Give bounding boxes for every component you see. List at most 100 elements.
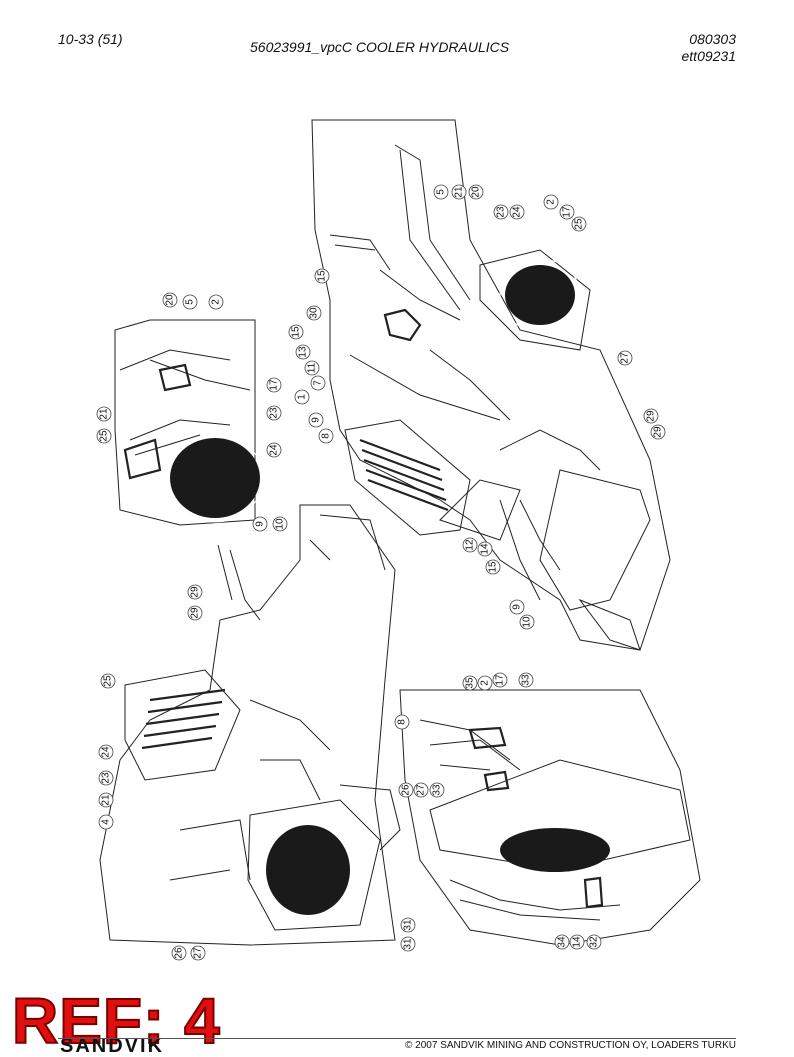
callout-circle [266, 405, 282, 421]
copyright-notice: © 2007 SANDVIK MINING AND CONSTRUCTION O… [405, 1040, 736, 1051]
callout-circle [294, 389, 310, 405]
callout-label: 14 [572, 936, 583, 948]
view-top-right [311, 119, 671, 651]
callout-label: 9 [255, 521, 266, 527]
callout-label: 15 [291, 326, 302, 338]
view-top-left [114, 319, 264, 526]
callout-circle [272, 516, 288, 532]
callout-circle [318, 428, 334, 444]
callout-circle [519, 614, 535, 630]
callout-label: 10 [522, 616, 533, 628]
callout-circle [509, 204, 525, 220]
callout-label: 9 [311, 417, 322, 423]
callout-label: 23 [101, 772, 112, 784]
callout-circle [586, 934, 602, 950]
callout-label: 25 [103, 675, 114, 687]
callout-circle [98, 770, 114, 786]
callout-label: 29 [646, 410, 657, 422]
callout-circle [400, 917, 416, 933]
callout-label: 32 [589, 936, 600, 948]
callout-label: 27 [193, 947, 204, 959]
view-bottom-right [399, 689, 701, 946]
ref-stamp: REF: 4 [11, 985, 221, 1057]
callout-circle [252, 516, 268, 532]
callout-label: 2 [546, 199, 557, 205]
callout-circle [288, 324, 304, 340]
callout-label: 20 [165, 294, 176, 306]
callout-label: 2 [211, 299, 222, 305]
callout-label: 9 [512, 604, 523, 610]
callout-circle [559, 204, 575, 220]
callout-label: 23 [496, 206, 507, 218]
callout-label: 21 [99, 408, 110, 420]
callout-circle [310, 375, 326, 391]
callout-circle [650, 424, 666, 440]
callout-label: 24 [512, 206, 523, 218]
callout-circle [171, 945, 187, 961]
callout-circle [304, 360, 320, 376]
callout-circle [518, 672, 534, 688]
callout-circle [492, 672, 508, 688]
callout-label: 21 [454, 186, 465, 198]
callout-label: 13 [298, 346, 309, 358]
callout-label: 24 [101, 746, 112, 758]
callout-label: 17 [269, 379, 280, 391]
callout-label: 8 [397, 719, 408, 725]
callout-circle [400, 936, 416, 952]
callout-label: 33 [521, 674, 532, 686]
callout-label: 30 [309, 307, 320, 319]
callout-circle [266, 442, 282, 458]
drawing-id: ett09231 [681, 48, 737, 64]
callout-circle [208, 294, 224, 310]
callout-circle [493, 204, 509, 220]
callout-circle [98, 792, 114, 808]
callout-label: 24 [269, 444, 280, 456]
callout-label: 26 [174, 947, 185, 959]
callout-circle [187, 605, 203, 621]
callout-circle [462, 537, 478, 553]
callout-circle [643, 408, 659, 424]
callout-label: 20 [471, 186, 482, 198]
callout-circle [308, 412, 324, 428]
callout-label: 7 [313, 380, 324, 386]
callout-label: 5 [185, 299, 196, 305]
callout-label: 29 [190, 586, 201, 598]
callout-label: 31 [403, 938, 414, 950]
callout-label: 4 [101, 819, 112, 825]
callout-label: 27 [416, 784, 427, 796]
callout-circle [429, 782, 445, 798]
callout-circle [182, 294, 198, 310]
callout-label: 35 [465, 677, 476, 689]
callout-label: 11 [307, 362, 318, 373]
callout-circle [96, 406, 112, 422]
callout-label: 8 [321, 433, 332, 439]
callout-circle [462, 675, 478, 691]
callout-circle [468, 184, 484, 200]
callout-label: 21 [101, 794, 112, 806]
callout-circle [554, 934, 570, 950]
callout-circle [187, 584, 203, 600]
callout-circle [617, 350, 633, 366]
callout-label: 17 [562, 206, 573, 218]
callout-circle [394, 714, 410, 730]
callout-circle [477, 675, 493, 691]
callout-circle [96, 428, 112, 444]
document-title: 56023991_vpcC COOLER HYDRAULICS [250, 39, 510, 55]
callout-circle [295, 344, 311, 360]
callout-label: 2 [480, 680, 491, 686]
brand-logo: SANDVIK [60, 1036, 165, 1053]
callout-label: 15 [317, 270, 328, 282]
callout-label: 26 [401, 784, 412, 796]
callout-circle [571, 216, 587, 232]
callout-circle [162, 292, 178, 308]
callout-label: 23 [269, 407, 280, 419]
callout-circle [266, 377, 282, 393]
callout-circle [433, 184, 449, 200]
callout-label: 31 [403, 919, 414, 931]
callout-circle [190, 945, 206, 961]
callout-label: 33 [432, 784, 443, 796]
footer-divider [58, 1038, 736, 1039]
callout-circle [485, 559, 501, 575]
callout-circle [98, 814, 114, 830]
